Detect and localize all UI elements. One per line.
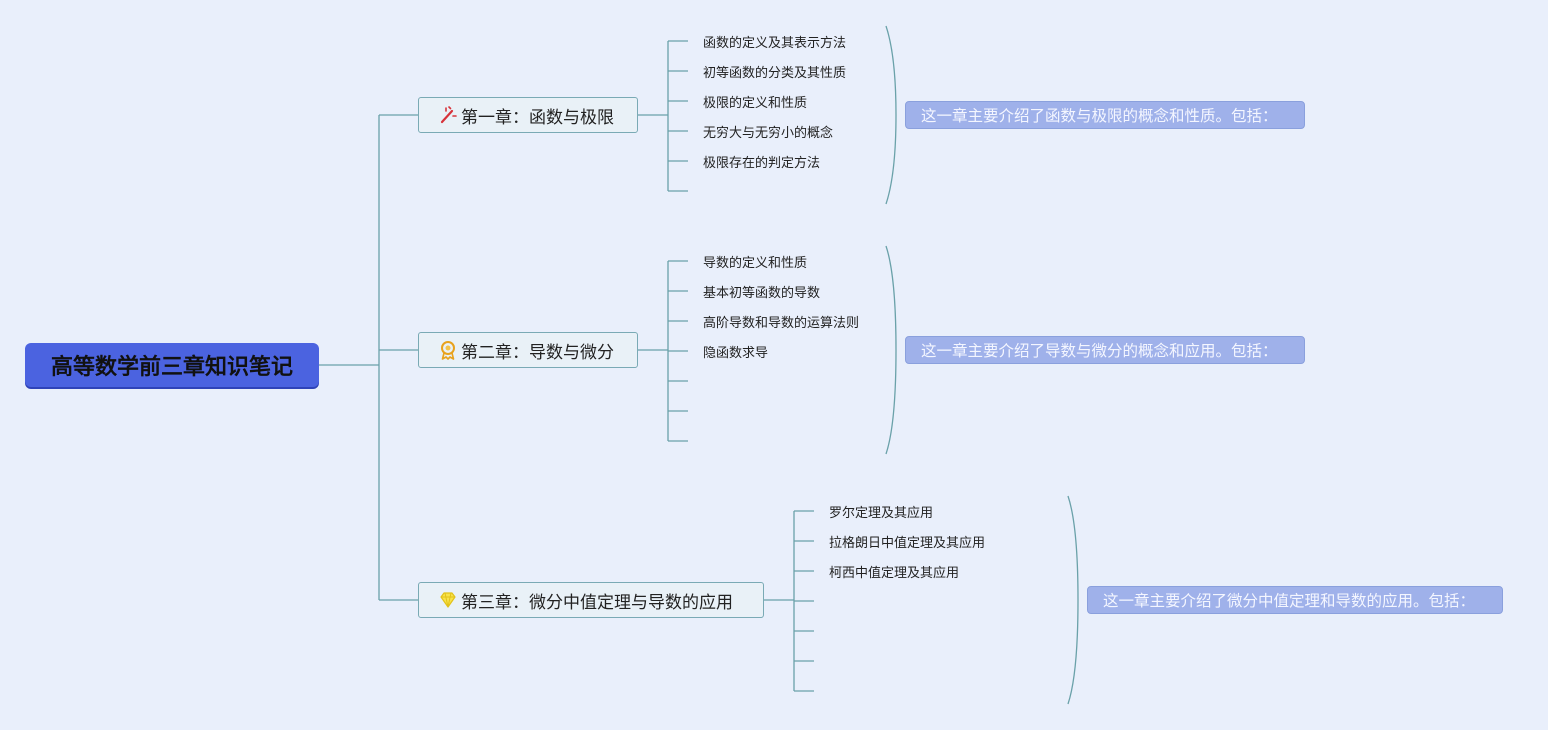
- summary-brace-3: [1067, 495, 1079, 705]
- chapter-3-title: 第三章：微分中值定理与导数的应用: [461, 592, 733, 613]
- chapter-2-title: 第二章：导数与微分: [461, 342, 614, 363]
- subtopic-1-3[interactable]: 极限的定义和性质: [703, 95, 808, 111]
- root-topic-label: 高等数学前三章知识笔记: [50, 355, 293, 380]
- summary-brace-1: [885, 25, 897, 205]
- magic-wand-icon: [437, 104, 459, 126]
- subtopic-1-2[interactable]: 初等函数的分类及其性质: [703, 65, 847, 81]
- chapter-2-summary[interactable]: 这一章主要介绍了导数与微分的概念和应用。包括：: [905, 336, 1305, 364]
- diamond-icon: [437, 589, 459, 611]
- chapter-1-summary[interactable]: 这一章主要介绍了函数与极限的概念和性质。包括：: [905, 101, 1305, 129]
- root-topic[interactable]: 高等数学前三章知识笔记: [25, 343, 319, 387]
- chapter-1-topic[interactable]: 第一章：函数与极限: [418, 97, 638, 133]
- summary-brace-2: [885, 245, 897, 455]
- subtopic-1-1[interactable]: 函数的定义及其表示方法: [703, 35, 847, 51]
- subtopic-3-1[interactable]: 罗尔定理及其应用: [829, 505, 934, 521]
- subtopic-2-4[interactable]: 隐函数求导: [703, 345, 769, 361]
- subtopic-3-2[interactable]: 拉格朗日中值定理及其应用: [829, 535, 986, 551]
- subtopic-3-3[interactable]: 柯西中值定理及其应用: [829, 565, 960, 581]
- subtopic-1-4[interactable]: 无穷大与无穷小的概念: [703, 125, 834, 141]
- subtopic-1-5[interactable]: 极限存在的判定方法: [703, 155, 821, 171]
- chapter-3-summary[interactable]: 这一章主要介绍了微分中值定理和导数的应用。包括：: [1087, 586, 1503, 614]
- chapter-1-title: 第一章：函数与极限: [461, 107, 614, 128]
- chapter-2-topic[interactable]: 第二章：导数与微分: [418, 332, 638, 368]
- chapter-3-topic[interactable]: 第三章：微分中值定理与导数的应用: [418, 582, 764, 618]
- subtopic-2-2[interactable]: 基本初等函数的导数: [703, 285, 821, 301]
- subtopic-2-3[interactable]: 高阶导数和导数的运算法则: [703, 315, 860, 331]
- subtopic-2-1[interactable]: 导数的定义和性质: [703, 255, 808, 271]
- medal-icon: [437, 339, 459, 361]
